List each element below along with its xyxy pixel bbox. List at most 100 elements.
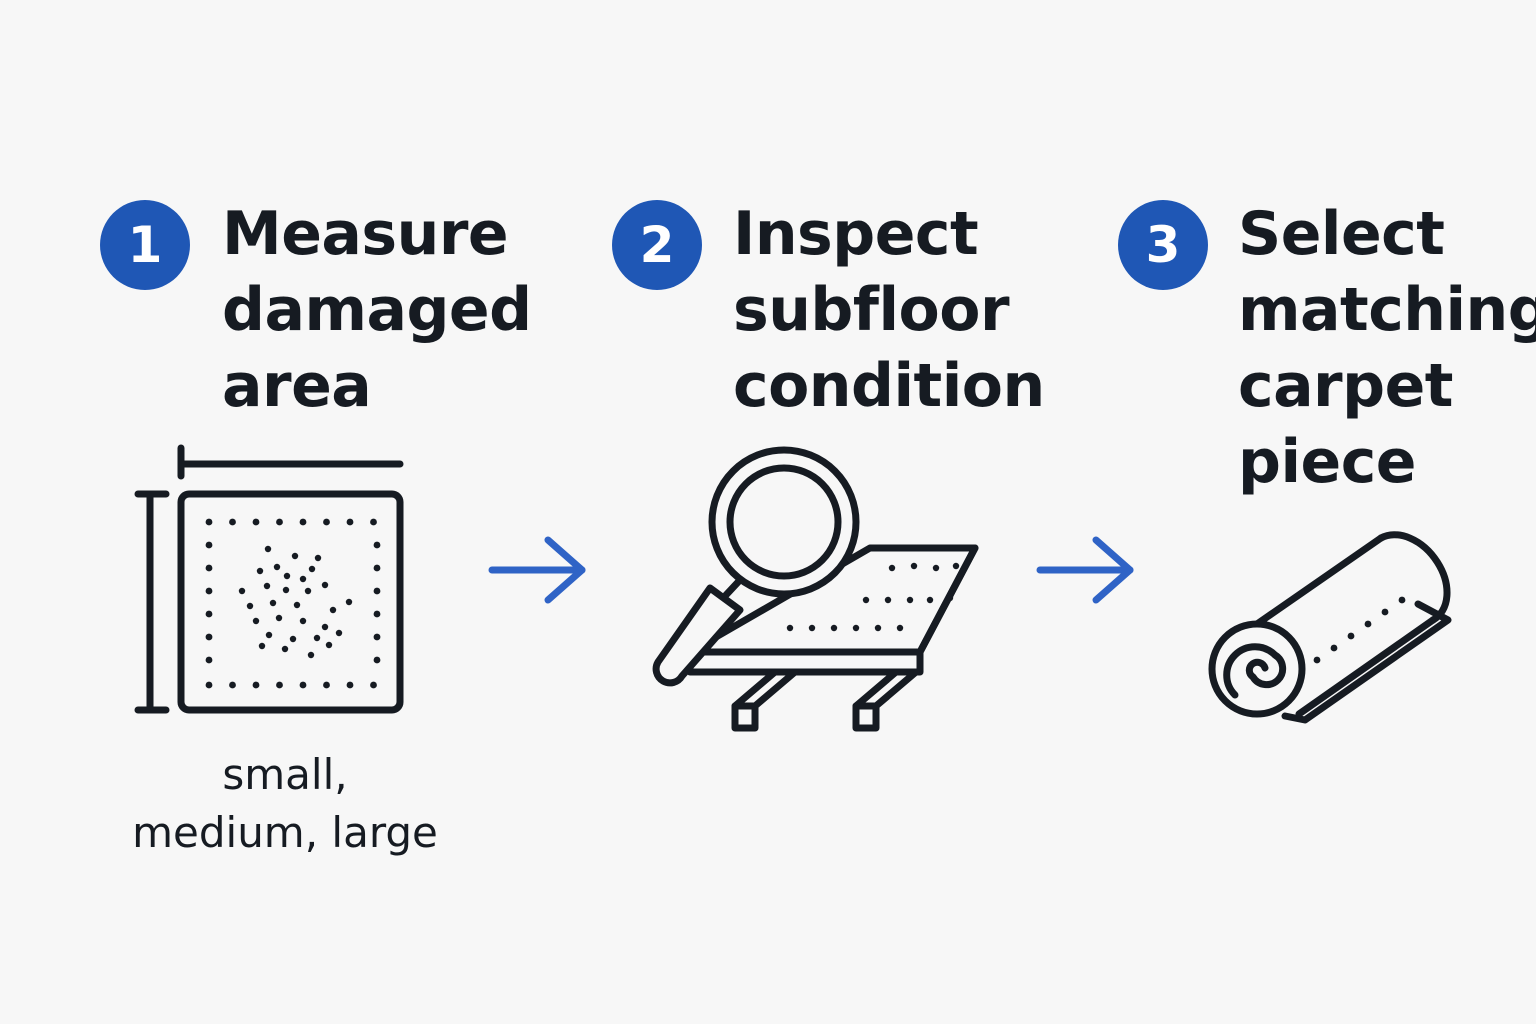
texture-dot	[276, 518, 283, 526]
step-1-title-line: area	[222, 351, 372, 421]
texture-dot	[269, 599, 277, 607]
texture-dot	[1313, 656, 1321, 664]
texture-dot	[830, 624, 838, 632]
texture-dot	[345, 598, 353, 606]
texture-dot	[299, 681, 307, 689]
texture-dot	[258, 642, 266, 650]
texture-dot	[910, 562, 918, 570]
texture-dot	[313, 634, 321, 642]
texture-dot	[275, 614, 283, 622]
arrow-right-icon	[1036, 536, 1134, 604]
step-1-title: Measure damaged area	[222, 196, 532, 424]
texture-dot	[265, 631, 273, 639]
texture-dot	[932, 564, 940, 572]
texture-dot	[926, 596, 934, 604]
texture-dot	[370, 518, 377, 526]
step-3-title-line: carpet	[1238, 351, 1453, 421]
texture-dot	[299, 617, 307, 625]
texture-dot	[283, 572, 291, 580]
texture-dot	[906, 596, 914, 604]
carpet-roll-icon	[1208, 531, 1452, 724]
measure-carpet-icon	[134, 444, 404, 714]
texture-dot	[307, 651, 315, 659]
texture-dot	[205, 587, 213, 595]
texture-dot	[370, 681, 377, 689]
texture-dot	[373, 587, 381, 595]
texture-dot	[299, 518, 307, 526]
texture-dot	[205, 681, 213, 689]
texture-dot	[205, 518, 213, 526]
texture-dot	[299, 575, 307, 583]
texture-dot	[1381, 608, 1389, 616]
texture-dot	[252, 617, 260, 625]
texture-dot	[888, 564, 896, 572]
texture-dot	[373, 656, 381, 664]
texture-dot	[291, 552, 299, 560]
texture-dot	[373, 564, 381, 572]
texture-dot	[205, 610, 213, 618]
texture-dot	[874, 624, 882, 632]
texture-dot	[325, 641, 333, 649]
magnifier-subfloor-icon	[652, 446, 979, 732]
texture-dot	[321, 623, 329, 631]
step-2-title-line: Inspect	[733, 199, 979, 269]
step-3-number-badge: 3	[1118, 200, 1208, 290]
texture-dot	[264, 545, 272, 553]
step-2-title: Inspect subfloor condition	[733, 196, 1045, 424]
texture-dot	[1330, 644, 1338, 652]
texture-dot	[373, 541, 381, 549]
texture-dot	[281, 645, 289, 653]
step-3-title-line: matching	[1238, 275, 1536, 345]
texture-dot	[229, 681, 236, 689]
texture-dot	[373, 633, 381, 641]
step-1-caption-line: small,	[222, 750, 348, 799]
texture-dot	[946, 594, 954, 602]
texture-dot	[252, 518, 260, 526]
texture-dot	[323, 518, 330, 526]
texture-dot	[346, 518, 354, 526]
texture-dot	[314, 554, 322, 562]
texture-dot	[293, 601, 301, 609]
arrow-right-icon	[488, 536, 586, 604]
step-1-title-line: Measure	[222, 199, 509, 269]
texture-dot	[1347, 632, 1355, 640]
texture-dot	[229, 518, 236, 526]
step-1-caption: small, medium, large	[100, 746, 470, 862]
texture-dot	[276, 681, 283, 689]
texture-dot	[808, 624, 816, 632]
texture-dot	[884, 596, 892, 604]
texture-dot	[323, 681, 330, 689]
texture-dot	[205, 564, 213, 572]
texture-dot	[263, 582, 271, 590]
texture-dot	[952, 562, 960, 570]
texture-dot	[1398, 596, 1406, 604]
step-1-caption-line: medium, large	[132, 808, 438, 857]
texture-dot	[329, 606, 337, 614]
texture-dot	[1364, 620, 1372, 628]
step-1-title-line: damaged	[222, 275, 532, 345]
texture-dot	[282, 586, 290, 594]
texture-dot	[786, 624, 794, 632]
texture-dot	[896, 624, 904, 632]
step-1-number-badge: 1	[100, 200, 190, 290]
texture-dot	[308, 565, 316, 573]
step-3-title-line: piece	[1238, 427, 1416, 497]
texture-dot	[256, 567, 264, 575]
texture-dot	[273, 563, 281, 571]
texture-dot	[289, 635, 297, 643]
texture-dot	[205, 656, 213, 664]
texture-dot	[373, 610, 381, 618]
texture-dot	[238, 587, 246, 595]
texture-dot	[304, 587, 312, 595]
texture-dot	[852, 624, 860, 632]
step-2-title-line: condition	[733, 351, 1045, 421]
texture-dot	[321, 581, 329, 589]
texture-dot	[205, 541, 213, 549]
texture-dot	[335, 629, 343, 637]
texture-dot	[862, 596, 870, 604]
step-3-title: Select matching carpet piece	[1238, 196, 1536, 500]
step-2-title-line: subfloor	[733, 275, 1010, 345]
texture-dot	[246, 602, 254, 610]
step-2-number-badge: 2	[612, 200, 702, 290]
texture-dot	[205, 633, 213, 641]
